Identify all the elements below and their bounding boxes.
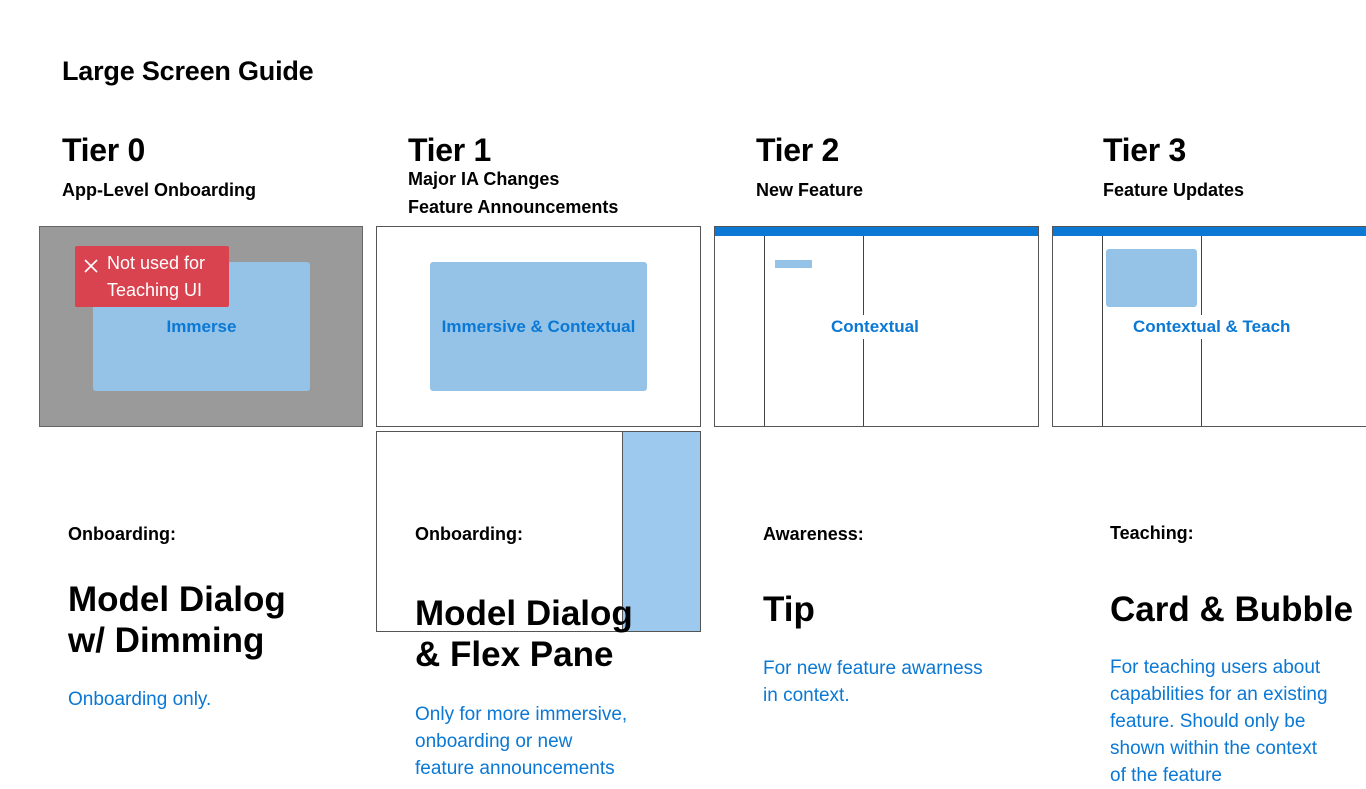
tier-1-mockup-dialog: Immersive & Contextual <box>376 226 701 427</box>
tier-2-heading: Tip <box>763 590 815 629</box>
tier-1-title: Tier 1 <box>408 132 491 168</box>
tier-1-mock-label: Immersive & Contextual <box>441 316 636 336</box>
tier-3-mock-label: Contextual & Teach <box>1127 315 1297 339</box>
tier-3-heading: Card & Bubble <box>1110 590 1354 629</box>
tier-2-mock-label: Contextual <box>825 315 925 339</box>
app-titlebar-mock <box>715 227 1038 236</box>
nav-divider <box>1102 236 1103 426</box>
warning-badge: Not used for Teaching UI <box>75 246 229 307</box>
tier-3-section-label: Teaching: <box>1110 523 1194 543</box>
tier-2-subtitle: New Feature <box>756 180 864 200</box>
tier-1-subtitle-line1: Major IA Changes <box>408 169 560 189</box>
teaching-card-mock <box>1106 249 1197 307</box>
warning-badge-text: Not used for Teaching UI <box>107 253 206 300</box>
tier-3-title: Tier 3 <box>1103 132 1186 168</box>
close-icon <box>84 259 98 273</box>
tier-1-mockup-flex-pane <box>376 431 701 632</box>
tier-0-description: Onboarding only. <box>68 689 212 710</box>
nav-divider <box>764 236 765 426</box>
tier-0-title: Tier 0 <box>62 132 145 168</box>
tier-3-mockup-app: Contextual & Teach <box>1052 226 1366 427</box>
tier-0-heading: Model Dialog w/ Dimming <box>68 580 286 660</box>
tier-0-mockup-dimmed: Immerse Not used for Teaching UI <box>39 226 363 427</box>
tier-2-title: Tier 2 <box>756 132 839 168</box>
tier-1-section-label: Onboarding: <box>415 524 523 544</box>
tier-1-dialog-mock: Immersive & Contextual <box>430 262 647 391</box>
tier-1-description: Only for more immersive, onboarding or n… <box>415 704 628 779</box>
tier-3-subtitle: Feature Updates <box>1103 180 1245 200</box>
tier-3-description: For teaching users about capabilities fo… <box>1110 657 1328 786</box>
page-title: Large Screen Guide <box>62 56 314 86</box>
tier-2-section-label: Awareness: <box>763 524 864 544</box>
tier-0-mock-label: Immerse <box>166 316 237 336</box>
tip-mock <box>775 260 812 268</box>
tier-1-heading: Model Dialog & Flex Pane <box>415 594 633 674</box>
tier-0-section-label: Onboarding: <box>68 524 176 544</box>
tier-2-mockup-app: Contextual <box>714 226 1039 427</box>
tier-0-subtitle: App-Level Onboarding <box>62 180 257 200</box>
tier-2-description: For new feature awarness in context. <box>763 658 983 706</box>
tier-1-subtitle-line2: Feature Announcements <box>408 197 619 217</box>
flex-pane-mock <box>622 432 700 631</box>
app-titlebar-mock <box>1053 227 1366 236</box>
